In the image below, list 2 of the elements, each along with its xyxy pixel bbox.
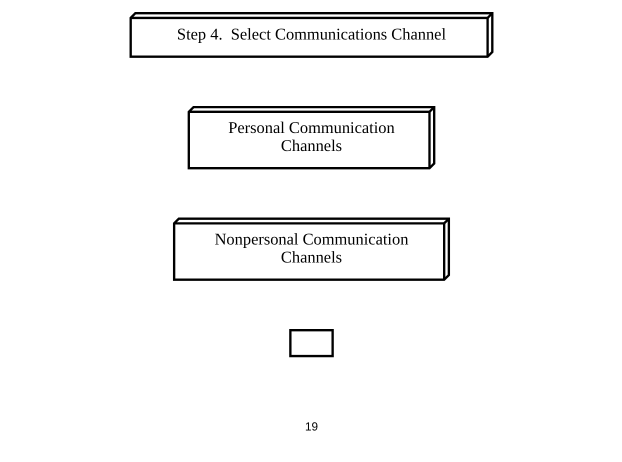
label: 19 <box>304 420 318 434</box>
node-box <box>288 329 334 358</box>
